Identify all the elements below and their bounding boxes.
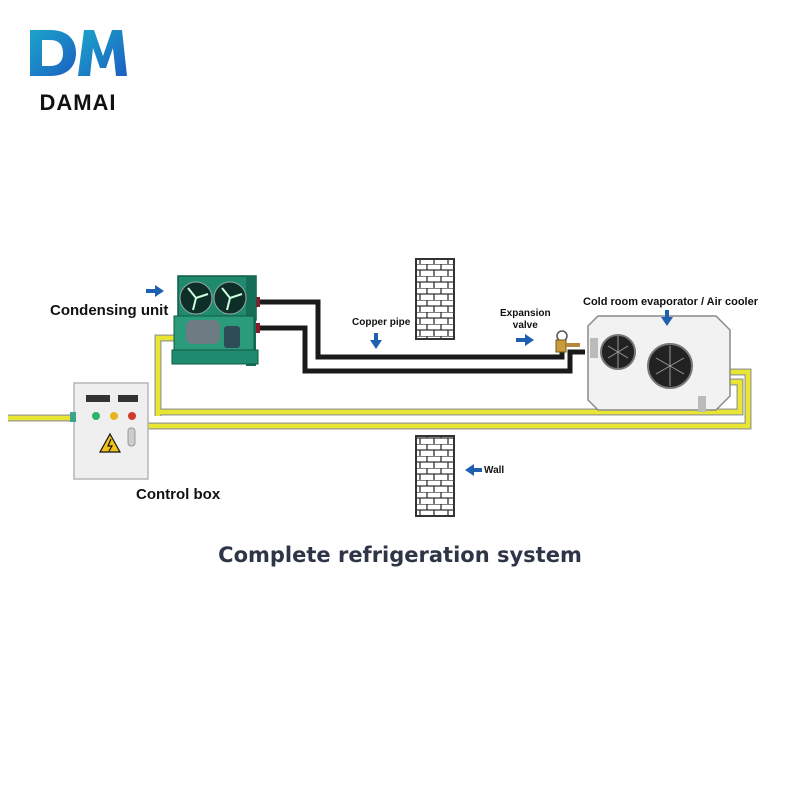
- arrow-right-icon: [146, 285, 164, 297]
- diagram-caption: Complete refrigeration system: [218, 543, 582, 567]
- fan-icon: [600, 334, 636, 370]
- warning-icon: [98, 432, 122, 453]
- expansion-valve: [555, 330, 580, 353]
- evaporator-unit: [587, 315, 731, 412]
- condensing-unit-label: Condensing unit: [50, 302, 169, 319]
- evaporator-label: Cold room evaporator / Air cooler: [583, 296, 759, 308]
- control-box-label: Control box: [136, 486, 221, 503]
- wall-label: Wall: [484, 465, 505, 476]
- fan-icon: [179, 281, 213, 315]
- condensing-unit: [171, 275, 259, 366]
- control-box: [70, 382, 149, 480]
- arrow-down-icon: [661, 310, 673, 326]
- copper-pipe-label: Copper pipe: [352, 317, 411, 328]
- arrow-left-icon: [465, 464, 482, 476]
- expansion-valve-label: Expansion valve: [500, 308, 551, 332]
- arrow-down-icon: [370, 333, 382, 349]
- wall-upper: [415, 258, 455, 340]
- dm-logo-mark: DM: [30, 30, 127, 76]
- wall-lower: [415, 435, 455, 517]
- fan-icon: [647, 343, 693, 389]
- copper-pipes: [256, 299, 585, 374]
- arrow-right-icon: [516, 334, 534, 346]
- brand-logo: DM DAMAI: [28, 26, 128, 115]
- expansion-valve-label-line1: Expansion: [500, 308, 551, 319]
- expansion-valve-label-line2: valve: [512, 320, 538, 331]
- brand-name: DAMAI: [39, 90, 117, 115]
- fan-icon: [213, 281, 247, 315]
